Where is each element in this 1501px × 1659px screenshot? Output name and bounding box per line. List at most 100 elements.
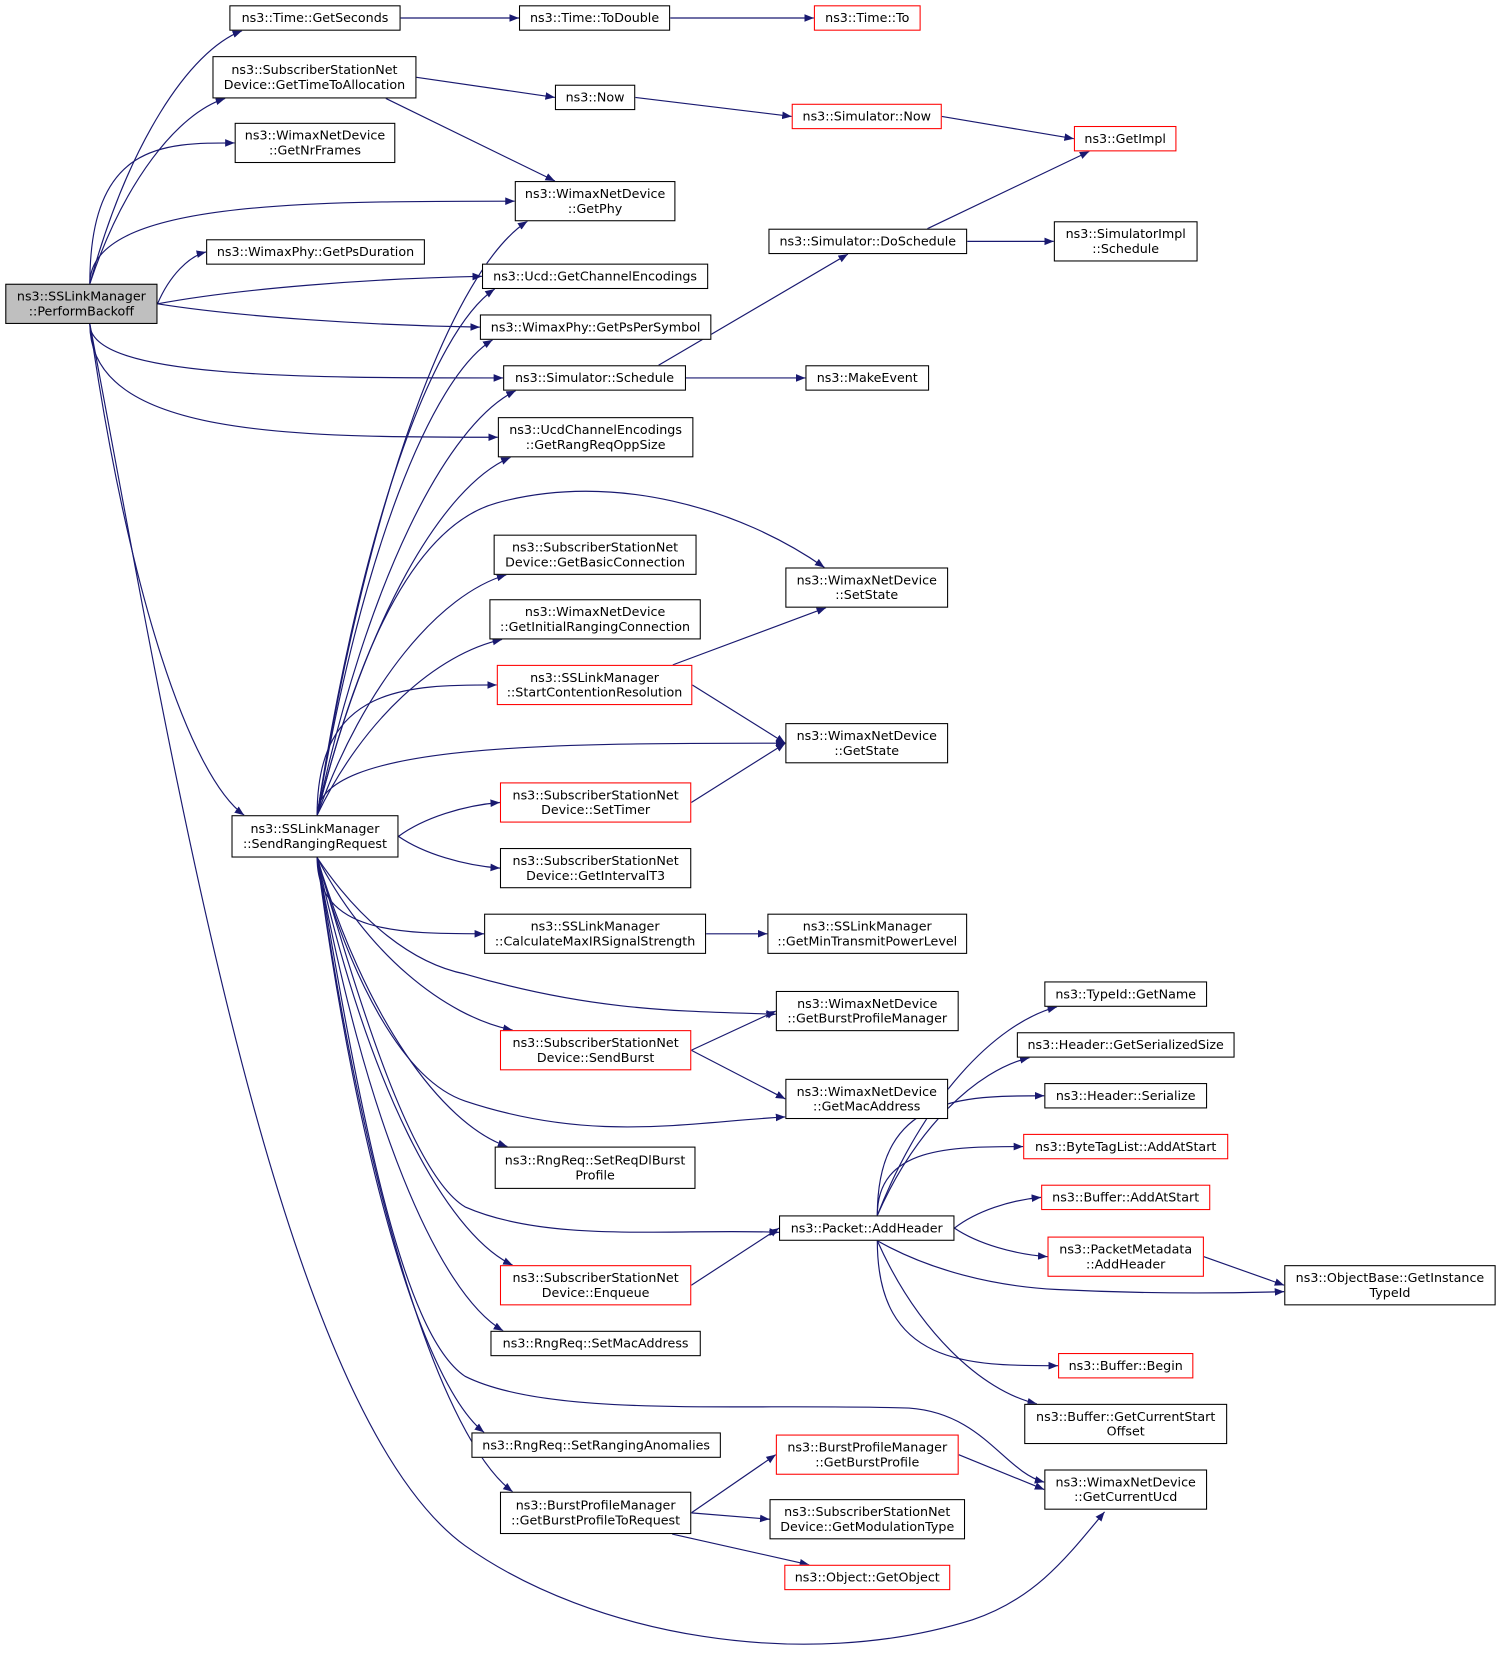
node-getState[interactable]: ns3::WimaxNetDevice::GetState [785, 723, 949, 764]
edge-root-to-rangReqOpp [89, 323, 498, 442]
node-label: ns3::WimaxPhy::GetPsDuration [216, 244, 415, 260]
node-rangReqOpp[interactable]: ns3::UcdChannelEncodings::GetRangReqOppS… [497, 417, 694, 458]
node-setMacAddr[interactable]: ns3::RngReq::SetMacAddress [490, 1330, 701, 1357]
node-schedule[interactable]: ns3::Simulator::Schedule [503, 365, 686, 391]
node-startContention[interactable]: ns3::SSLinkManager::StartContentionResol… [496, 664, 693, 706]
node-label: ns3::RngReq::SetMacAddress [502, 1336, 689, 1351]
node-label: ns3::SubscriberStationNet [512, 787, 679, 803]
node-label: ns3::WimaxNetDevice [1055, 1474, 1196, 1490]
node-setState[interactable]: ns3::WimaxNetDevice::SetState [785, 567, 949, 608]
node-root: ns3::SSLinkManager::PerformBackoff [5, 283, 158, 324]
edge-sendRanging-to-setTimer [398, 799, 501, 837]
node-burstToReq[interactable]: ns3::BurstProfileManager::GetBurstProfil… [499, 1491, 692, 1535]
node-simNow[interactable]: ns3::Simulator::Now [791, 103, 942, 130]
node-getNrFrames[interactable]: ns3::WimaxNetDevice::GetNrFrames [234, 122, 396, 164]
node-label: ns3::Buffer::Begin [1068, 1358, 1183, 1374]
edge-root-to-getNrFrames [89, 139, 235, 284]
node-label: ns3::Simulator::DoSchedule [779, 233, 957, 249]
edge-addHeader-to-byteTag [876, 1142, 1024, 1216]
node-label: ::GetMinTransmitPowerLevel [777, 933, 958, 949]
edge-sendRanging-to-burstToReq [316, 857, 513, 1493]
node-getSeconds[interactable]: ns3::Time::GetSeconds [229, 5, 401, 31]
edge-sendRanging-to-getPsPerSymbol [316, 339, 493, 816]
node-label: Profile [575, 1167, 615, 1183]
edge-root-to-getPsPerSymbol [157, 303, 480, 331]
node-label: ns3::Buffer::AddAtStart [1052, 1189, 1200, 1205]
edge-addHeader-to-pktMetaAdd [954, 1227, 1048, 1260]
node-doSchedule[interactable]: ns3::Simulator::DoSchedule [768, 228, 968, 255]
node-byteTag[interactable]: ns3::ByteTagList::AddAtStart [1023, 1133, 1229, 1160]
node-getBurstProfile[interactable]: ns3::BurstProfileManager::GetBurstProfil… [775, 1434, 959, 1475]
node-getPhy[interactable]: ns3::WimaxNetDevice::GetPhy [514, 181, 676, 222]
node-label: ns3::Simulator::Schedule [515, 370, 675, 386]
edge-root-to-getPhy [89, 197, 515, 284]
node-getMacAddr[interactable]: ns3::WimaxNetDevice::GetMacAddress [785, 1078, 949, 1120]
node-label: ns3::BurstProfileManager [787, 1439, 948, 1455]
node-label: ns3::WimaxNetDevice [244, 128, 386, 143]
node-addHeader[interactable]: ns3::Packet::AddHeader [779, 1215, 955, 1241]
edge-pktMetaAdd-to-getInstTypeId [1203, 1256, 1285, 1286]
node-getBurstMgr[interactable]: ns3::WimaxNetDevice::GetBurstProfileMana… [775, 990, 959, 1032]
edge-root-to-getChannelEnc [157, 272, 483, 305]
edge-sendRanging-to-getState [316, 739, 786, 816]
node-implSchedule[interactable]: ns3::SimulatorImpl::Schedule [1053, 221, 1198, 262]
edge-enqueue-to-addHeader [690, 1227, 780, 1286]
node-sendRanging[interactable]: ns3::SSLinkManager::SendRangingRequest [231, 815, 399, 858]
node-serialize[interactable]: ns3::Header::Serialize [1044, 1083, 1208, 1109]
node-calcMaxIR[interactable]: ns3::SSLinkManager::CalculateMaxIRSignal… [484, 913, 707, 954]
node-label: ::GetBurstProfileToRequest [511, 1512, 681, 1528]
edge-now-to-simNow [635, 96, 792, 120]
node-label: ns3::Header::GetSerializedSize [1027, 1037, 1224, 1053]
node-label: ns3::WimaxNetDevice [796, 1084, 937, 1099]
node-label: Offset [1106, 1423, 1145, 1439]
edge-sendRanging-to-schedule [316, 390, 517, 816]
node-serSize[interactable]: ns3::Header::GetSerializedSize [1016, 1032, 1235, 1058]
edge-sendBurst-to-getMacAddr [691, 1049, 786, 1100]
edge-sendRanging-to-addHeader [316, 857, 780, 1236]
node-bufAddAtStart[interactable]: ns3::Buffer::AddAtStart [1041, 1184, 1211, 1211]
node-label: ns3::Object::GetObject [794, 1570, 940, 1585]
node-pktMetaAdd[interactable]: ns3::PacketMetadata::AddHeader [1047, 1236, 1204, 1277]
node-getCurUcd[interactable]: ns3::WimaxNetDevice::GetCurrentUcd [1044, 1469, 1208, 1510]
edge-sendRanging-to-sendBurst [316, 857, 513, 1032]
node-label: ns3::SubscriberStationNet [231, 62, 398, 78]
node-getMinTx[interactable]: ns3::SSLinkManager::GetMinTransmitPowerL… [767, 913, 968, 954]
node-bufBegin[interactable]: ns3::Buffer::Begin [1058, 1353, 1194, 1379]
node-typeIdName[interactable]: ns3::TypeId::GetName [1044, 981, 1208, 1007]
node-label: ns3::SSLinkManager [802, 918, 932, 934]
edge-sendRanging-to-getCurUcd [316, 857, 1045, 1484]
node-getChannelEnc[interactable]: ns3::Ucd::GetChannelEncodings [481, 263, 709, 290]
node-now[interactable]: ns3::Now [554, 84, 636, 111]
node-getImpl[interactable]: ns3::GetImpl [1073, 125, 1177, 152]
edge-burstToReq-to-getModType [691, 1512, 770, 1523]
node-toDouble[interactable]: ns3::Time::ToDouble [518, 5, 671, 31]
node-timeTo[interactable]: ns3::Time::To [813, 5, 921, 31]
node-getObject[interactable]: ns3::Object::GetObject [784, 1564, 951, 1591]
edge-sendRanging-to-getPhy [316, 220, 528, 816]
node-setRangAnom[interactable]: ns3::RngReq::SetRangingAnomalies [471, 1432, 721, 1458]
edge-sendRanging-to-getIntervalT3 [398, 835, 501, 872]
node-label: ns3::WimaxNetDevice [796, 728, 937, 744]
node-label: ns3::SSLinkManager [16, 289, 146, 304]
node-label: ns3::TypeId::GetName [1055, 986, 1197, 1002]
node-label: ::PerformBackoff [28, 303, 134, 319]
node-label: ns3::SubscriberStationNet [512, 1270, 679, 1286]
node-getPsDuration[interactable]: ns3::WimaxPhy::GetPsDuration [206, 239, 425, 265]
node-label: ::GetState [834, 743, 900, 759]
node-getInitRanging[interactable]: ns3::WimaxNetDevice::GetInitialRangingCo… [489, 599, 701, 640]
node-getPsPerSymbol[interactable]: ns3::WimaxPhy::GetPsPerSymbol [479, 314, 712, 340]
edge-sendRanging-to-rangReqOpp [316, 456, 511, 816]
node-label: ::AddHeader [1086, 1256, 1166, 1272]
node-makeEvent[interactable]: ns3::MakeEvent [805, 365, 930, 391]
edge-burstToReq-to-getObject [672, 1533, 810, 1567]
